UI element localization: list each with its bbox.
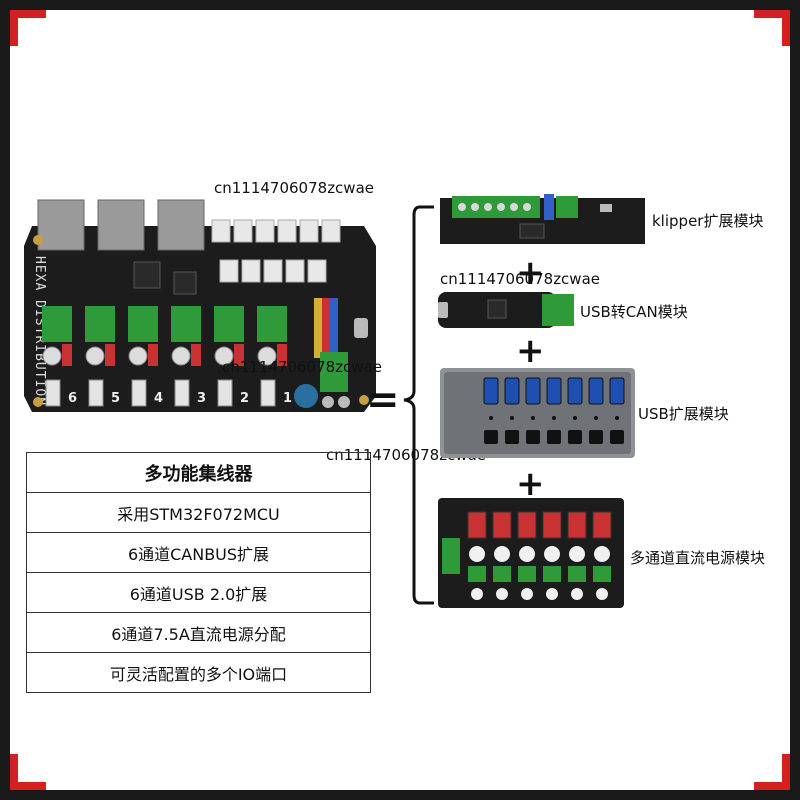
- plus-sign: +: [516, 253, 545, 293]
- main-board-image: HEXA DISTRIBUTION 6 5 4 3 2 1: [24, 199, 376, 412]
- watermark-text: cn1114706078zcwae: [222, 358, 382, 376]
- module-label: klipper扩展模块: [652, 212, 764, 230]
- corner-mark: [754, 10, 790, 46]
- bracket-connector: [403, 205, 434, 605]
- board-port-number: 4: [154, 391, 163, 406]
- feature-table-title: 多功能集线器: [27, 453, 370, 493]
- power-distribution-board-image: [438, 498, 624, 608]
- feature-table-row: 6通道7.5A直流电源分配: [27, 613, 370, 653]
- feature-table-row: 6通道CANBUS扩展: [27, 533, 370, 573]
- module-label: USB扩展模块: [638, 405, 729, 423]
- feature-table-row: 6通道USB 2.0扩展: [27, 573, 370, 613]
- klipper-module-image: [440, 194, 645, 244]
- usb-hub-image: [440, 368, 635, 458]
- module-label: USB转CAN模块: [580, 303, 688, 321]
- plus-sign: +: [516, 331, 545, 371]
- board-port-number: 2: [240, 391, 249, 406]
- feature-table: 多功能集线器 采用STM32F072MCU 6通道CANBUS扩展 6通道USB…: [26, 452, 371, 693]
- usb-can-module-image: [438, 292, 574, 328]
- watermark-text: cn1114706078zcwae: [440, 270, 600, 288]
- board-port-number: 1: [283, 391, 292, 406]
- board-port-number: 6: [68, 391, 77, 406]
- corner-mark: [10, 754, 46, 790]
- board-port-number: 3: [197, 391, 206, 406]
- feature-table-row: 采用STM32F072MCU: [27, 493, 370, 533]
- board-silkscreen-text: HEXA DISTRIBUTION: [32, 256, 47, 406]
- module-label: 多通道直流电源模块: [630, 549, 766, 567]
- watermark-text: cn1114706078zcwae: [214, 179, 374, 197]
- equals-sign: =: [366, 377, 400, 423]
- corner-mark: [10, 10, 46, 46]
- corner-mark: [754, 754, 790, 790]
- feature-table-row: 可灵活配置的多个IO端口: [109, 664, 288, 684]
- board-port-number: 5: [111, 391, 120, 406]
- plus-sign: +: [516, 464, 545, 504]
